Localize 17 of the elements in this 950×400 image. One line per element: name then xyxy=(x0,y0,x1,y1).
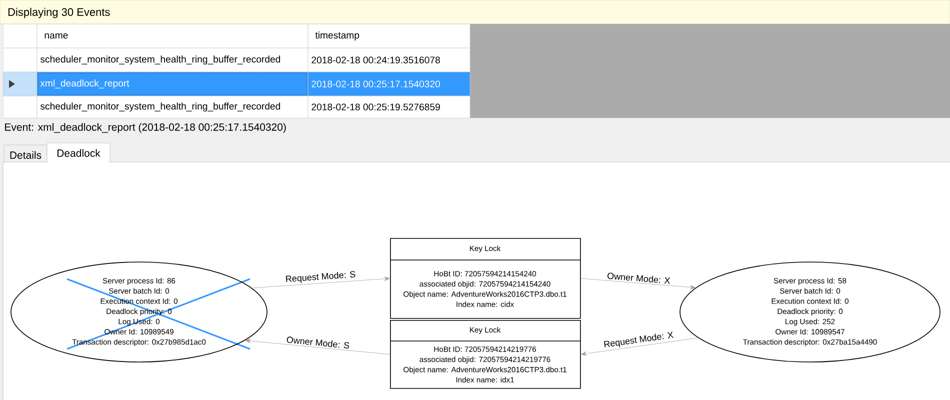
edge-label: Request Mode: X xyxy=(602,330,675,350)
arrow xyxy=(581,338,698,356)
arrow xyxy=(252,276,390,288)
event-title: Event: xml_deadlock_report (2018-02-18 00:25:17.1540320) xyxy=(5,123,286,133)
table-cell: xml_deadlock_report xyxy=(36,72,308,96)
edge-label: Request Mode: S xyxy=(284,270,356,284)
status-bar: Displaying 30 Events xyxy=(0,0,950,24)
edge-label: Owner Mode: S xyxy=(286,336,350,350)
edge-label: Owner Mode: X xyxy=(606,272,672,284)
tab: Details xyxy=(4,144,48,164)
column-header: timestamp xyxy=(308,24,470,48)
arrow xyxy=(245,338,390,355)
arrow xyxy=(580,278,696,290)
table-cell: 2018-02-18 00:24:19.3516078 xyxy=(308,48,470,72)
table-cell: 2018-02-18 00:25:19.5276859 xyxy=(308,96,470,118)
table-cell: 2018-02-18 00:25:17.1540320 xyxy=(308,72,470,96)
tab: Deadlock xyxy=(46,142,110,163)
